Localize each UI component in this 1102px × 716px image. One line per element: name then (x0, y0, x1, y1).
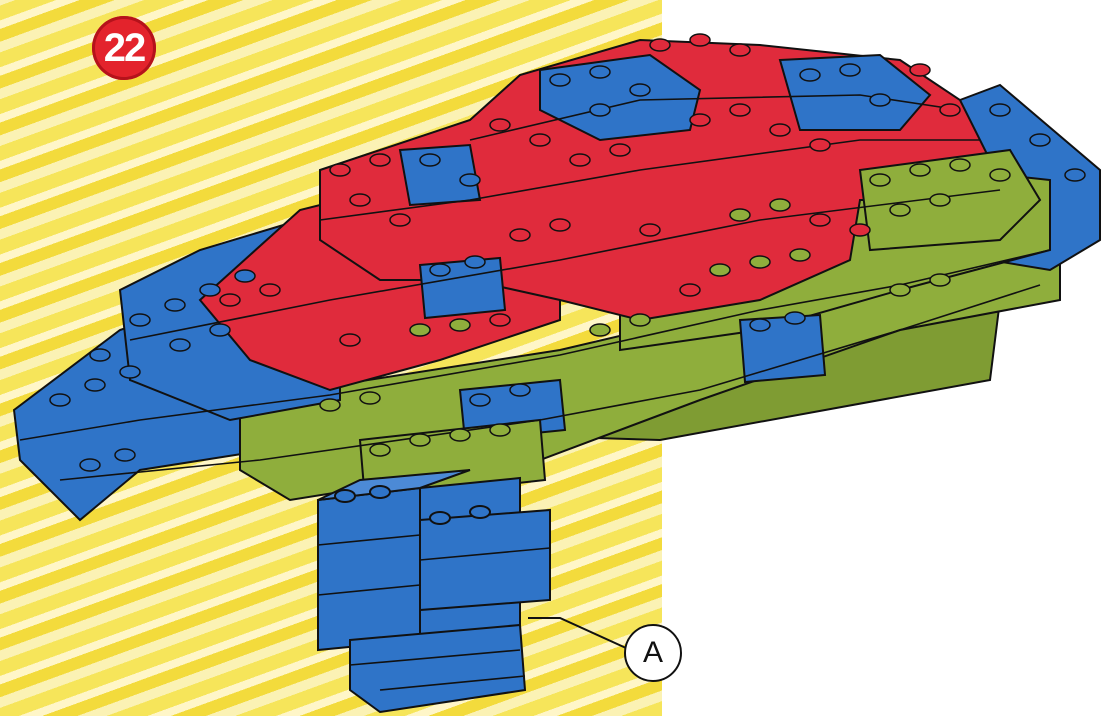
support-column (318, 470, 550, 712)
step-number-badge: 22 (92, 16, 156, 80)
column-lower-block (350, 625, 525, 712)
callout-a: A (624, 624, 682, 682)
column-upper-block (420, 510, 550, 610)
step-number: 22 (104, 26, 145, 71)
callout-a-leader-line (528, 618, 626, 648)
column-back (318, 488, 420, 650)
callout-a-label: A (643, 636, 663, 670)
